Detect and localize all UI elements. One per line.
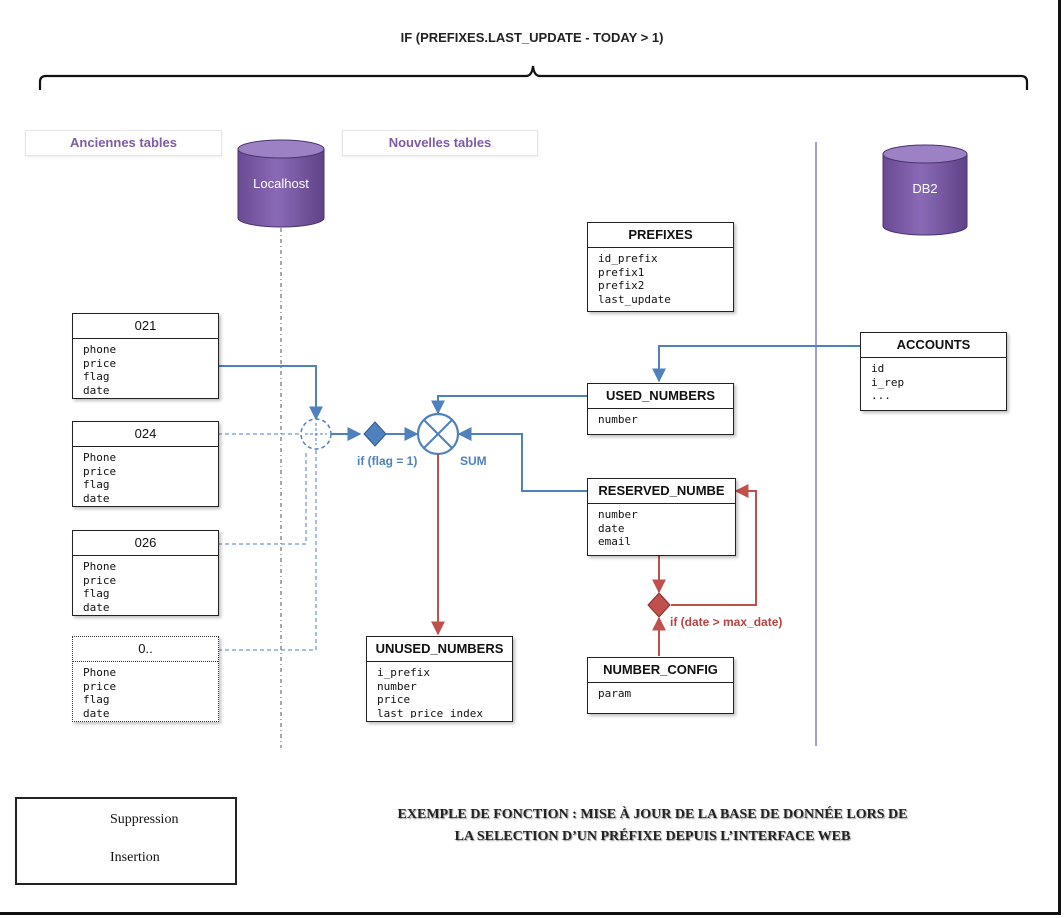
title-brace (38, 65, 1029, 90)
table-026-title: 026 (73, 531, 218, 556)
flag-condition-label: if (flag = 1) (357, 454, 418, 468)
field: price (83, 679, 117, 693)
arrow-used-to-sum (431, 395, 587, 415)
field: flag (83, 587, 110, 601)
legend-insertion-label: Insertion (110, 850, 160, 865)
localhost-db-label: Localhost (253, 176, 309, 191)
db2-db: DB2 (883, 145, 967, 235)
table-prefixes-title: PREFIXES (588, 223, 733, 248)
arrow-accounts-to-used (652, 345, 860, 383)
table-unused-numbers: UNUSED_NUMBERS i_prefix number price las… (366, 636, 513, 722)
field: param (598, 687, 632, 700)
merge-node (300, 418, 332, 450)
table-unused-numbers-title: UNUSED_NUMBERS (367, 637, 512, 662)
field: price (83, 464, 117, 478)
field: date (83, 383, 110, 397)
arrow-026-to-merge (218, 450, 307, 545)
diagram-title: IF (PREFIXES.LAST_UPDATE - TODAY > 1) (400, 30, 664, 45)
table-used-numbers-title: USED_NUMBERS (588, 384, 733, 409)
caption-line-2: LA SELECTION D’UN PRÉFIXE DEPUIS L’INTER… (454, 829, 851, 844)
field: prefix2 (598, 279, 645, 293)
field: i_prefix (377, 666, 430, 679)
field: Phone (83, 560, 117, 573)
sum-label: SUM (460, 454, 487, 468)
field: Phone (83, 451, 117, 464)
field: date (83, 706, 110, 720)
field: last_price_index (377, 706, 483, 718)
table-prefixes: PREFIXES id_prefix prefix1 prefix2 last_… (587, 222, 734, 312)
flag-decision-diamond (363, 421, 387, 447)
field: date (598, 521, 625, 535)
field: id (871, 362, 885, 375)
date-decision-diamond (647, 592, 671, 618)
table-number-config: NUMBER_CONFIG param (587, 657, 734, 714)
arrow-0x-to-merge (218, 450, 317, 651)
field: price (377, 693, 411, 707)
field: flag (83, 370, 110, 384)
sum-node (416, 412, 460, 456)
field: price (83, 356, 117, 370)
field: date (83, 600, 110, 612)
field: number (598, 508, 638, 521)
table-reserved-numbers-title: RESERVED_NUMBE (588, 479, 735, 504)
table-reserved-numbers: RESERVED_NUMBE number date email (587, 478, 736, 556)
table-accounts-title: ACCOUNTS (861, 333, 1006, 358)
table-021: 021 phone price flag date (72, 313, 219, 399)
table-used-numbers: USED_NUMBERS number (587, 383, 734, 435)
arrow-reserved-to-sum (457, 427, 587, 492)
table-0x: 0.. Phone price flag date (72, 636, 219, 722)
legend (15, 797, 237, 885)
legend-deletion-label: Suppression (110, 812, 179, 827)
table-0x-title: 0.. (73, 637, 218, 662)
field: email (598, 535, 632, 549)
field: flag (83, 693, 110, 707)
field: price (83, 573, 117, 587)
field: phone (83, 343, 117, 356)
table-accounts: ACCOUNTS id i_rep ... (860, 332, 1007, 411)
table-024: 024 Phone price flag date (72, 421, 219, 507)
field: flag (83, 478, 110, 492)
arrow-date-check-to-reserved (671, 484, 757, 606)
localhost-db-icon (237, 139, 325, 228)
caption-line-1: EXEMPLE DE FONCTION : MISE À JOUR DE LA … (397, 807, 908, 822)
db2-db-label: DB2 (912, 181, 938, 196)
field: number (377, 679, 417, 693)
field: prefix1 (598, 265, 645, 279)
field: ... (871, 389, 891, 403)
field: last_update (598, 292, 671, 306)
diagram-caption: EXEMPLE DE FONCTION : MISE À JOUR DE LA … (360, 804, 945, 848)
new-tables-label: Nouvelles tables (342, 130, 538, 156)
arrow-021-to-merge (218, 365, 323, 421)
table-026: 026 Phone price flag date (72, 530, 219, 616)
old-tables-label: Anciennes tables (25, 130, 222, 156)
table-021-title: 021 (73, 314, 218, 339)
table-024-title: 024 (73, 422, 218, 447)
db2-db-icon (882, 144, 968, 236)
date-condition-label: if (date > max_date) (670, 615, 783, 629)
table-number-config-title: NUMBER_CONFIG (588, 658, 733, 683)
field: id_prefix (598, 252, 658, 265)
field: Phone (83, 666, 117, 679)
field: number (598, 413, 638, 426)
field: i_rep (871, 375, 905, 389)
localhost-db: Localhost (238, 140, 324, 230)
field: date (83, 491, 110, 505)
